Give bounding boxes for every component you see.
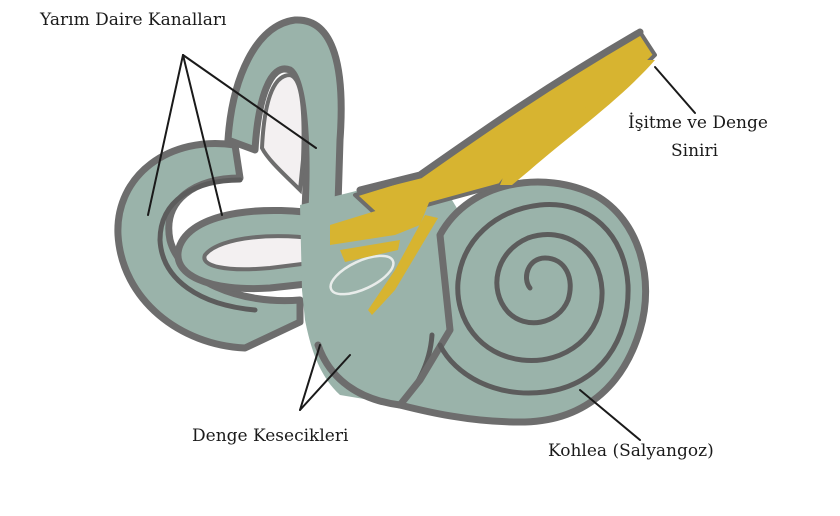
cochlea-spiral bbox=[437, 202, 631, 396]
nerve-branch-vestibular bbox=[330, 200, 430, 245]
vestibule-outline bbox=[314, 341, 404, 409]
vestibulocochlear-nerve bbox=[330, 28, 657, 315]
label-cochlea: Kohlea (Salyangoz) bbox=[548, 441, 714, 461]
superior-canal bbox=[224, 16, 345, 214]
leader-nerve bbox=[654, 66, 696, 114]
leader-lines bbox=[147, 54, 696, 441]
posterior-canal-inner-line bbox=[157, 177, 258, 313]
label-vestibule: Denge Kesecikleri bbox=[192, 426, 349, 446]
leader-vestibule-1 bbox=[299, 344, 321, 411]
leader-canals-2 bbox=[182, 54, 223, 216]
superior-canal-lumen bbox=[259, 72, 306, 195]
leader-vestibule-2 bbox=[299, 354, 351, 411]
leader-canals-3 bbox=[182, 54, 317, 149]
label-nerve-line1: İşitme ve Denge bbox=[628, 112, 768, 133]
lateral-canal-lumen bbox=[202, 234, 325, 272]
nerve-branch-cochlear bbox=[500, 60, 655, 185]
cochlea bbox=[396, 178, 650, 426]
cochlea-body bbox=[396, 178, 650, 426]
nerve-branch-mid bbox=[340, 240, 400, 262]
leader-canals-1 bbox=[147, 54, 184, 216]
label-nerve-line2: Siniri bbox=[671, 141, 719, 161]
posterior-canal bbox=[114, 140, 304, 352]
leader-cochlea bbox=[579, 389, 641, 441]
nerve-branch-down bbox=[368, 215, 438, 315]
semicircular-canals bbox=[114, 16, 345, 352]
nerve-top-edge bbox=[356, 28, 644, 194]
label-semicircular-canals: Yarım Daire Kanalları bbox=[39, 10, 227, 30]
utricle-oval bbox=[329, 254, 395, 296]
